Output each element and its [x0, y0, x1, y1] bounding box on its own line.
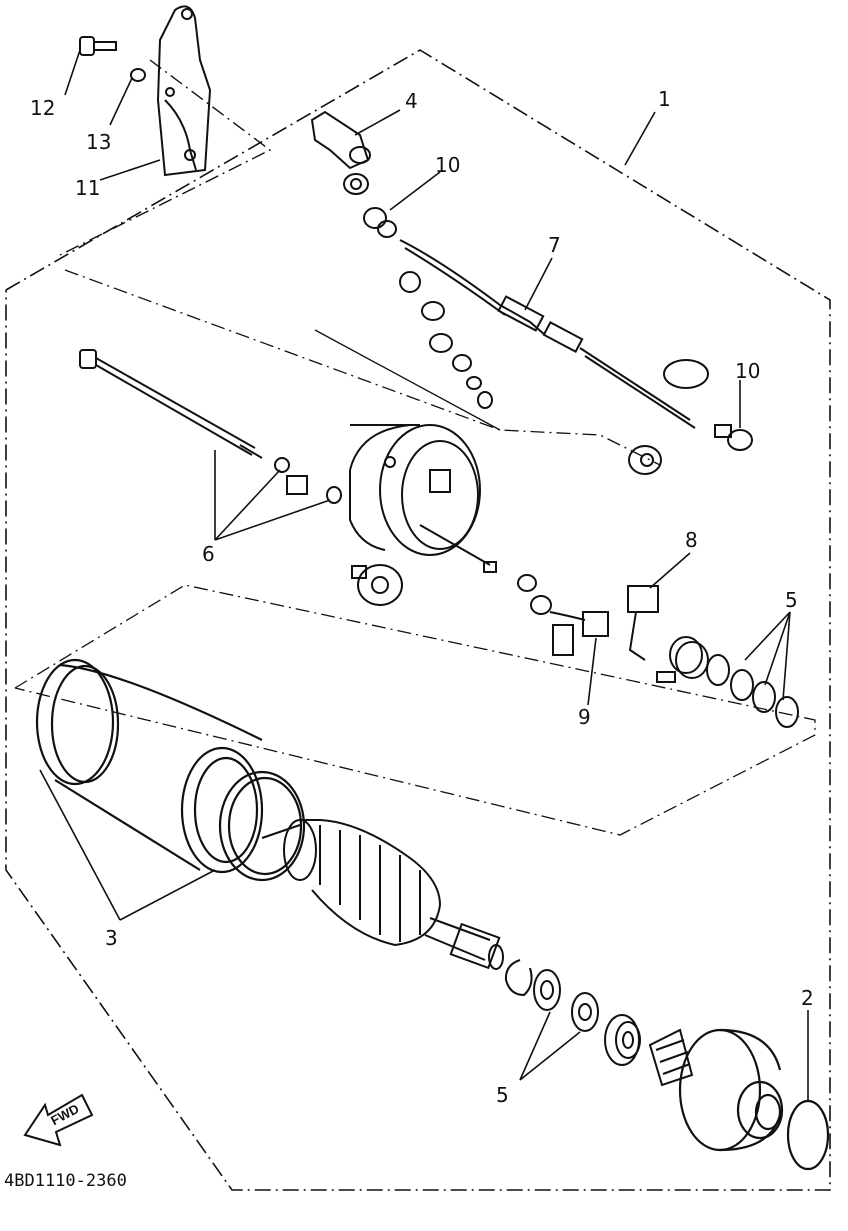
shim-washers-upper — [706, 654, 799, 728]
drawing-code: 4BD1110-2360 — [4, 1171, 127, 1191]
yoke-group-boundary — [14, 584, 816, 836]
bracket-washer — [130, 68, 146, 82]
callout-2: 2 — [801, 986, 814, 1010]
end-cover-housing — [349, 424, 481, 556]
callout-5-lower: 5 — [496, 1083, 509, 1107]
front-bearing — [604, 1014, 641, 1066]
callout-5-upper: 5 — [785, 588, 798, 612]
yoke-housing — [35, 658, 264, 874]
bracket-bolt — [79, 36, 117, 56]
shim-washers-lower — [533, 969, 599, 1032]
needle-roller-bearing — [648, 1028, 694, 1087]
callout-4: 4 — [405, 89, 418, 113]
end-cover-bearing — [628, 445, 662, 475]
callout-12: 12 — [30, 96, 55, 120]
terminal-nut-set — [343, 173, 397, 238]
assembly-boundary-outline — [5, 49, 831, 1191]
armature — [261, 819, 504, 970]
callout-13: 13 — [86, 130, 111, 154]
callout-9: 9 — [578, 705, 591, 729]
bracket-group-boundary — [59, 59, 272, 256]
callout-11: 11 — [75, 176, 100, 200]
through-bolt-washers — [274, 457, 342, 504]
armature-end-bushing — [669, 636, 709, 679]
mounting-bracket — [156, 5, 212, 177]
terminal-ring-connector — [714, 424, 753, 451]
through-bolt — [79, 349, 263, 459]
terminal-lead-wire — [399, 239, 709, 429]
terminal-cover-cap — [310, 110, 371, 170]
callout-10-lower: 10 — [735, 359, 760, 383]
front-cover-o-ring — [786, 1099, 830, 1171]
brush-set-a — [627, 585, 676, 683]
terminal-insulator-washers — [399, 271, 493, 409]
front-cover — [678, 1028, 784, 1152]
yoke-o-ring — [218, 770, 306, 882]
snap-ring — [504, 959, 533, 997]
callout-leaders — [39, 49, 809, 1100]
callout-3: 3 — [105, 926, 118, 950]
fwd-direction-arrow: FWD — [23, 1093, 94, 1147]
callout-6: 6 — [202, 542, 215, 566]
brush-holder-group-boundary — [64, 269, 661, 466]
end-cover-group-boundary — [314, 329, 501, 431]
callout-7: 7 — [548, 233, 561, 257]
brush-holder-assembly — [351, 524, 609, 656]
callout-8: 8 — [685, 528, 698, 552]
callout-1: 1 — [658, 87, 671, 111]
callout-10-upper: 10 — [435, 153, 460, 177]
